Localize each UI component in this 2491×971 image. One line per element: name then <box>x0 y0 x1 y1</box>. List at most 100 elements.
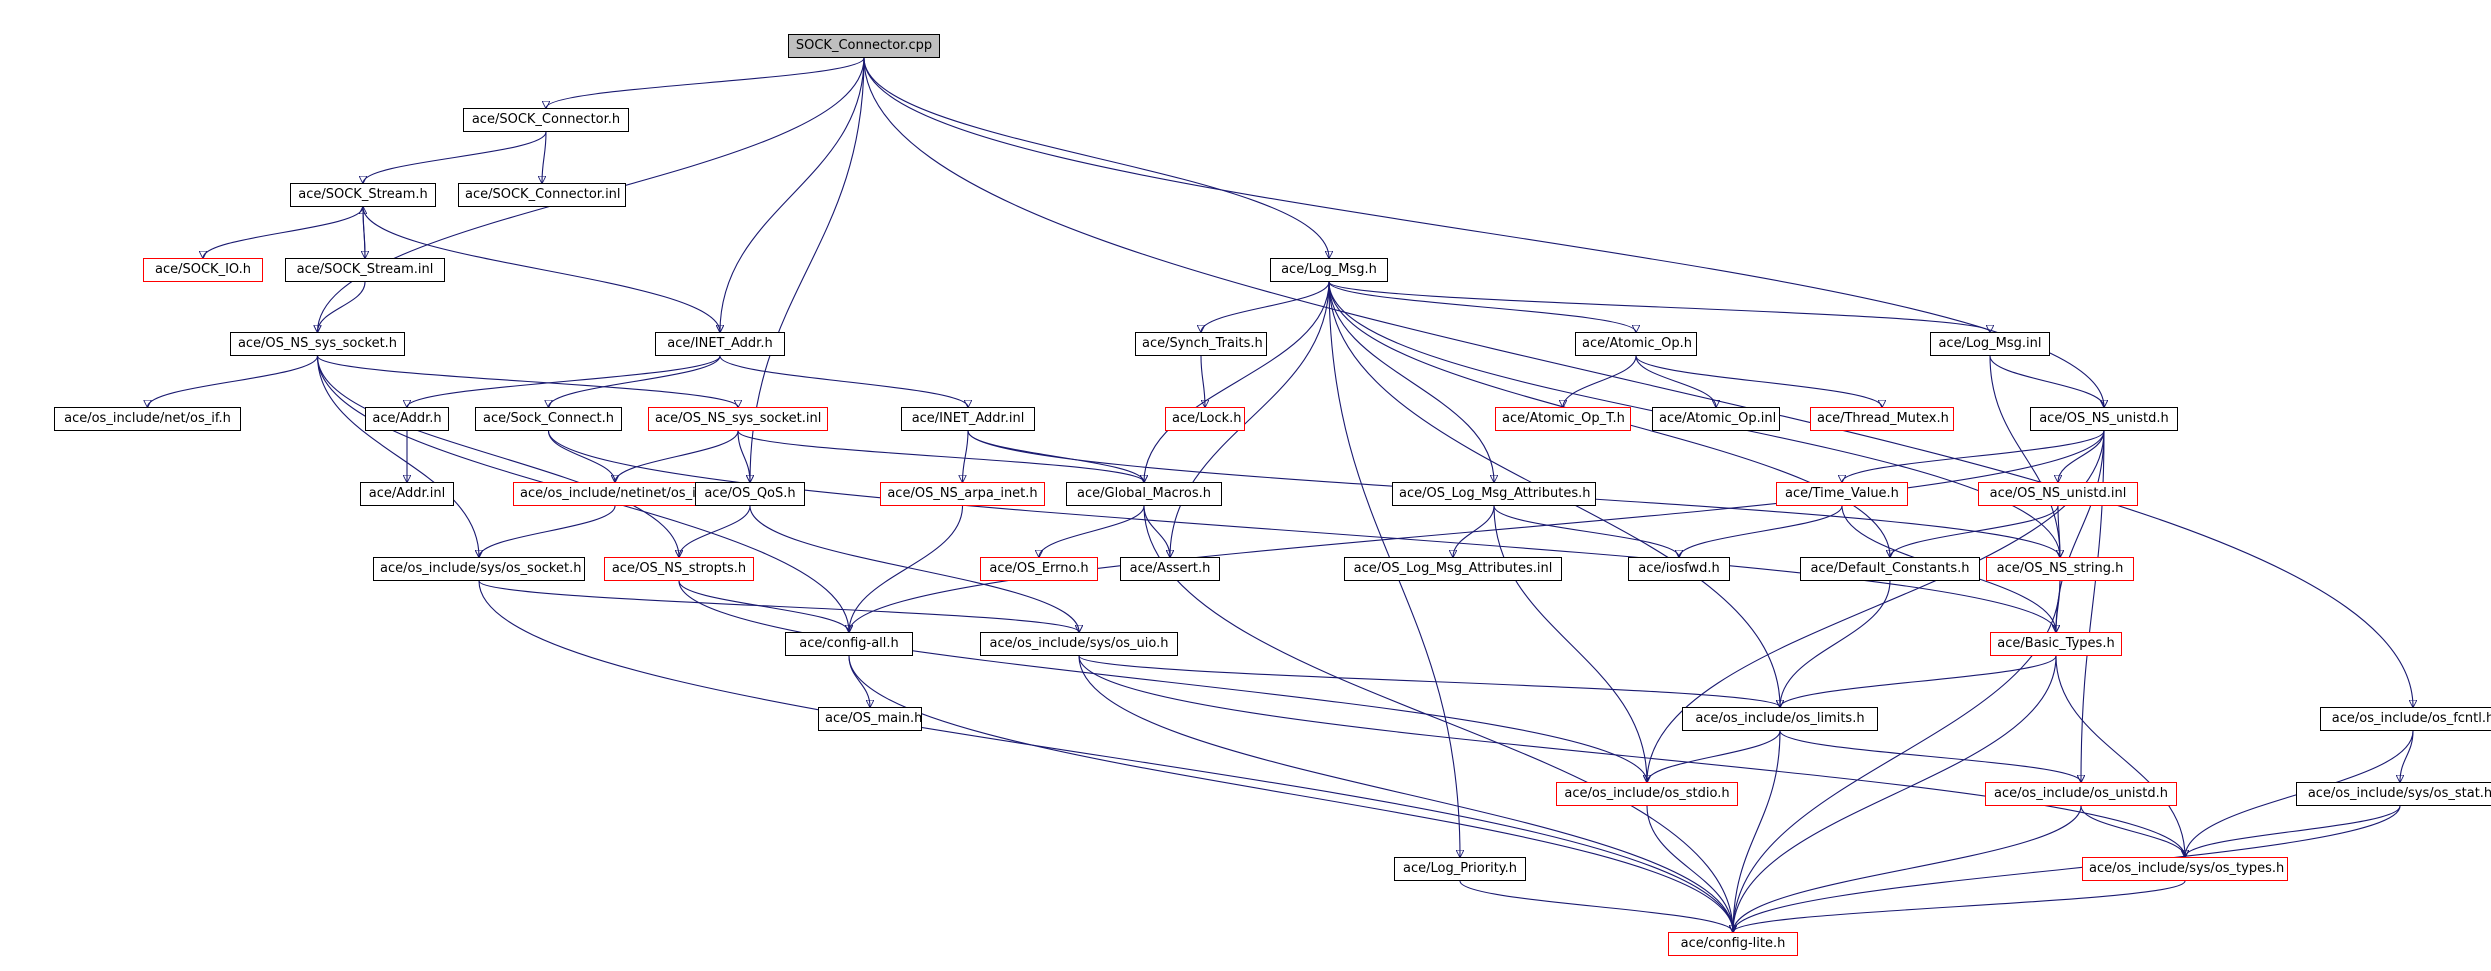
edge-sock-connector-h-to-sock-stream-h <box>363 131 547 183</box>
node-os-ns-arpa-inet-h[interactable]: ace/OS_NS_arpa_inet.h <box>880 482 1045 506</box>
node-os-unistd-h[interactable]: ace/os_include/os_unistd.h <box>1985 782 2177 806</box>
node-os-fcntl-h[interactable]: ace/os_include/os_fcntl.h <box>2320 707 2491 731</box>
node-iosfwd-h[interactable]: ace/iosfwd.h <box>1628 557 1730 581</box>
node-root[interactable]: SOCK_Connector.cpp <box>788 34 940 58</box>
node-os-uio-h[interactable]: ace/os_include/sys/os_uio.h <box>980 632 1178 656</box>
node-atomic-op-t-h[interactable]: ace/Atomic_Op_T.h <box>1495 407 1631 431</box>
edge-os-ns-sys-socket-h-to-os-if-h <box>148 355 319 407</box>
edge-root-to-os-fcntl-h <box>863 57 2413 707</box>
edge-os-ns-sys-socket-inl-to-os-qos-h <box>737 430 750 482</box>
node-sock-connector-h[interactable]: ace/SOCK_Connector.h <box>463 108 629 132</box>
edge-root-to-log-msg-h <box>863 57 1329 258</box>
node-atomic-op-h[interactable]: ace/Atomic_Op.h <box>1575 332 1697 356</box>
edge-global-macros-h-to-os-errno-h <box>1039 505 1145 557</box>
edge-default-constants-h-to-os-limits-h <box>1780 580 1891 707</box>
node-config-all-h[interactable]: ace/config-all.h <box>785 632 913 656</box>
edge-basic-types-h-to-config-lite-h <box>1733 655 2057 932</box>
edge-os-ns-stropts-h-to-os-stdio-h <box>678 580 1647 782</box>
node-os-qos-h[interactable]: ace/OS_QoS.h <box>695 482 805 506</box>
edge-time-value-h-to-iosfwd-h <box>1679 505 1843 557</box>
node-synch-traits-h[interactable]: ace/Synch_Traits.h <box>1135 332 1267 356</box>
edge-os-limits-h-to-config-lite-h <box>1733 730 1781 932</box>
edge-log-msg-inl-to-os-ns-unistd-h <box>1989 355 2104 407</box>
node-default-constants-h[interactable]: ace/Default_Constants.h <box>1800 557 1980 581</box>
node-os-stdio-h[interactable]: ace/os_include/os_stdio.h <box>1556 782 1738 806</box>
node-inet-addr-inl[interactable]: ace/INET_Addr.inl <box>901 407 1035 431</box>
node-addr-h[interactable]: ace/Addr.h <box>365 407 449 431</box>
edge-os-limits-h-to-os-stdio-h <box>1647 730 1781 782</box>
edge-os-ns-unistd-h-to-config-all-h <box>849 430 2105 632</box>
node-os-if-h[interactable]: ace/os_include/net/os_if.h <box>54 407 241 431</box>
node-basic-types-h[interactable]: ace/Basic_Types.h <box>1990 632 2122 656</box>
edge-os-qos-h-to-os-ns-stropts-h <box>679 505 751 557</box>
node-config-lite-h[interactable]: ace/config-lite.h <box>1668 932 1798 956</box>
edge-os-ns-stropts-h-to-config-all-h <box>678 580 849 632</box>
edge-os-ns-sys-socket-inl-to-global-macros-h <box>737 430 1144 482</box>
node-sock-stream-h[interactable]: ace/SOCK_Stream.h <box>290 183 436 207</box>
edge-os-ns-sys-socket-inl-to-os-in-h <box>615 430 739 482</box>
node-log-msg-inl[interactable]: ace/Log_Msg.inl <box>1930 332 2050 356</box>
edge-sys-os-stat-h-to-os-types-h <box>2185 805 2401 857</box>
node-os-ns-unistd-inl[interactable]: ace/OS_NS_unistd.inl <box>1978 482 2138 506</box>
node-os-ns-sys-socket-inl[interactable]: ace/OS_NS_sys_socket.inl <box>648 407 828 431</box>
edge-config-all-h-to-config-lite-h <box>848 655 1733 932</box>
edge-sys-os-socket-h-to-os-uio-h <box>478 580 1079 632</box>
node-global-macros-h[interactable]: ace/Global_Macros.h <box>1066 482 1222 506</box>
edge-os-unistd-h-to-config-lite-h <box>1733 805 2082 932</box>
node-log-priority-h[interactable]: ace/Log_Priority.h <box>1394 857 1526 881</box>
edge-root-to-inet-addr-h <box>720 57 865 332</box>
node-atomic-op-inl[interactable]: ace/Atomic_Op.inl <box>1652 407 1780 431</box>
edge-os-qos-h-to-os-uio-h <box>749 505 1079 632</box>
node-sock-connector-inl[interactable]: ace/SOCK_Connector.inl <box>458 183 626 207</box>
node-os-ns-sys-socket-h[interactable]: ace/OS_NS_sys_socket.h <box>230 332 405 356</box>
edge-os-ns-sys-socket-h-to-os-ns-sys-socket-inl <box>316 355 739 407</box>
edge-atomic-op-h-to-atomic-op-t-h <box>1563 355 1637 407</box>
node-sock-stream-inl[interactable]: ace/SOCK_Stream.inl <box>285 258 445 282</box>
node-os-ns-string-h[interactable]: ace/OS_NS_string.h <box>1986 557 2134 581</box>
edge-sock-stream-h-to-inet-addr-h <box>362 206 720 332</box>
node-assert-h[interactable]: ace/Assert.h <box>1120 557 1220 581</box>
edge-inet-addr-h-to-addr-h <box>407 355 721 407</box>
node-sock-connect-h[interactable]: ace/Sock_Connect.h <box>475 407 622 431</box>
node-os-log-msg-attr-h[interactable]: ace/OS_Log_Msg_Attributes.h <box>1392 482 1596 506</box>
node-os-errno-h[interactable]: ace/OS_Errno.h <box>980 557 1098 581</box>
edge-inet-addr-inl-to-global-macros-h <box>967 430 1144 482</box>
edge-os-in-h-to-sys-os-socket-h <box>479 505 616 557</box>
edge-log-msg-h-to-synch-traits-h <box>1201 281 1330 332</box>
node-time-value-h[interactable]: ace/Time_Value.h <box>1776 482 1908 506</box>
edge-inet-addr-h-to-inet-addr-inl <box>719 355 968 407</box>
edge-os-log-msg-attr-h-to-iosfwd-h <box>1493 505 1679 557</box>
edge-sock-stream-inl-to-os-ns-sys-socket-h <box>318 281 366 332</box>
node-thread-mutex-h[interactable]: ace/Thread_Mutex.h <box>1810 407 1954 431</box>
edge-os-ns-sys-socket-h-to-os-ns-stropts-h <box>316 355 680 557</box>
node-os-log-msg-attr-inl[interactable]: ace/OS_Log_Msg_Attributes.inl <box>1344 557 1562 581</box>
node-os-limits-h[interactable]: ace/os_include/os_limits.h <box>1682 707 1878 731</box>
edge-basic-types-h-to-os-limits-h <box>1780 655 2057 707</box>
node-os-ns-unistd-h[interactable]: ace/OS_NS_unistd.h <box>2030 407 2178 431</box>
node-os-in-h[interactable]: ace/os_include/netinet/os_in.h <box>513 482 717 506</box>
node-sys-os-stat-h[interactable]: ace/os_include/sys/os_stat.h <box>2296 782 2491 806</box>
edge-os-ns-arpa-inet-h-to-config-all-h <box>849 505 964 632</box>
node-log-msg-h[interactable]: ace/Log_Msg.h <box>1270 258 1388 282</box>
edge-basic-types-h-to-os-types-h <box>2055 655 2185 857</box>
edge-log-msg-h-to-atomic-op-h <box>1328 281 1636 332</box>
node-inet-addr-h[interactable]: ace/INET_Addr.h <box>655 332 785 356</box>
node-addr-inl[interactable]: ace/Addr.inl <box>360 482 454 506</box>
edge-sock-connect-h-to-basic-types-h <box>547 430 2057 632</box>
edge-os-stdio-h-to-config-lite-h <box>1646 805 1733 932</box>
edge-os-types-h-to-config-lite-h <box>1733 880 2186 932</box>
node-lock-h[interactable]: ace/Lock.h <box>1165 407 1245 431</box>
edge-synch-traits-h-to-lock-h <box>1200 355 1205 407</box>
edge-os-ns-unistd-h-to-os-ns-unistd-inl <box>2058 430 2105 482</box>
node-sys-os-socket-h[interactable]: ace/os_include/sys/os_socket.h <box>373 557 585 581</box>
node-os-main-h[interactable]: ace/OS_main.h <box>818 707 922 731</box>
node-os-ns-stropts-h[interactable]: ace/OS_NS_stropts.h <box>604 557 754 581</box>
node-sock-io-h[interactable]: ace/SOCK_IO.h <box>143 258 263 282</box>
edge-sock-connector-h-to-sock-connector-inl <box>542 131 547 183</box>
edge-sys-os-socket-h-to-config-lite-h <box>478 580 1733 932</box>
edge-log-priority-h-to-config-lite-h <box>1459 880 1733 932</box>
edge-os-unistd-h-to-os-types-h <box>2080 805 2185 857</box>
node-os-types-h[interactable]: ace/os_include/sys/os_types.h <box>2082 857 2288 881</box>
